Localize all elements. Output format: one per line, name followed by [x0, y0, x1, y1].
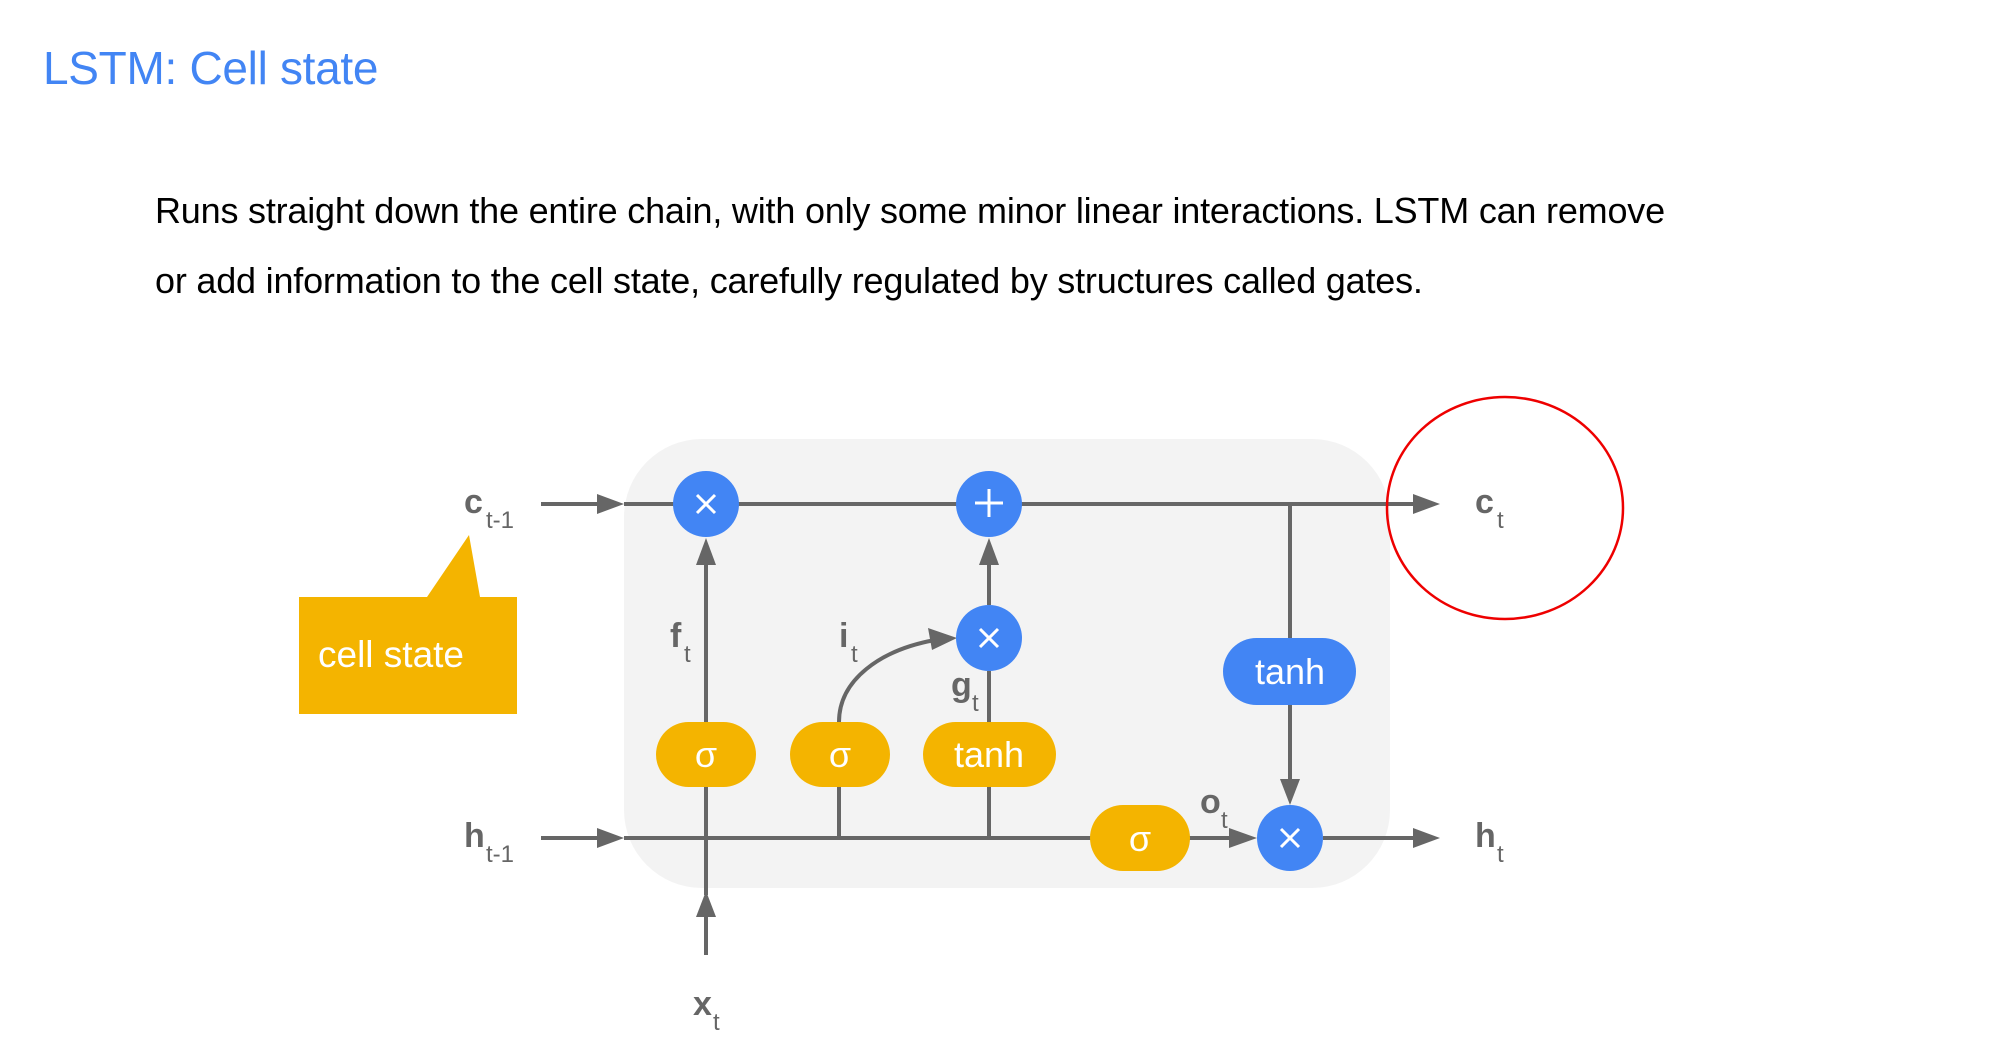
input-multiply-op: [956, 605, 1022, 671]
c-out-main: c: [1475, 483, 1494, 521]
candidate-sub: t: [972, 690, 979, 717]
x-sub: t: [713, 1009, 720, 1036]
forget-multiply-op: [673, 471, 739, 537]
h-out-arrowhead: [1413, 828, 1440, 848]
c-out-arrowhead: [1413, 494, 1440, 514]
forget-gate-main: f: [670, 617, 682, 655]
plus-icon: [975, 489, 1003, 517]
input-gate-curve: [837, 638, 936, 723]
input-gate-arrowhead: [928, 628, 957, 650]
input-sigma-pill: [790, 722, 890, 787]
input-gate-sigma: σ: [790, 722, 890, 787]
x-input-arrowhead: [696, 891, 716, 917]
candidate-tanh-label: tanh: [954, 734, 1024, 775]
forget-gate-arrowhead: [696, 538, 716, 565]
output-multiply-op: [1257, 805, 1323, 871]
output-gate-label: o t: [1200, 783, 1228, 834]
output-gate-main: o: [1200, 783, 1221, 821]
c-prev-main: c: [464, 483, 483, 521]
h-prev-label: h t-1: [464, 817, 514, 868]
output-gate-sigma: σ: [1090, 805, 1190, 871]
multiply-icon: [1279, 827, 1301, 849]
callout-text: cell state: [318, 634, 464, 675]
cell-state-callout: cell state: [299, 535, 517, 714]
c-out-label: c t: [1475, 483, 1504, 534]
candidate-tanh-pill: [923, 722, 1056, 787]
callout-shape: [299, 535, 517, 714]
h-out-label: h t: [1475, 817, 1504, 868]
cell-add-op: [956, 471, 1022, 537]
c-prev-label: c t-1: [464, 483, 514, 534]
multiply-icon: [695, 493, 717, 515]
forget-gate-sub: t: [684, 641, 691, 668]
cell-tanh-pill: [1223, 638, 1356, 705]
description-paragraph: Runs straight down the entire chain, wit…: [155, 176, 1855, 316]
slide-title: LSTM: Cell state: [43, 42, 379, 94]
output-gate-sub: t: [1221, 807, 1228, 834]
c-out-highlight-circle: [1385, 395, 1625, 621]
c-out-sub: t: [1497, 507, 1504, 534]
input-gate-sub: t: [851, 641, 858, 668]
c-prev-arrowhead: [597, 494, 624, 514]
output-sigma-pill: [1090, 805, 1190, 871]
x-main: x: [693, 985, 712, 1023]
x-label: x t: [693, 985, 720, 1036]
candidate-label: g t: [951, 666, 979, 717]
multiply-icon: [978, 627, 1000, 649]
forget-sigma-label: σ: [695, 734, 717, 775]
output-gate-arrowhead: [1229, 828, 1257, 848]
description-line-1: Runs straight down the entire chain, wit…: [155, 190, 1665, 231]
output-sigma-label: σ: [1129, 818, 1151, 859]
forget-gate-label: f t: [670, 617, 691, 668]
forget-gate-sigma: σ: [656, 722, 756, 787]
h-prev-main: h: [464, 817, 485, 855]
candidate-main: g: [951, 666, 972, 704]
h-prev-arrowhead: [597, 828, 624, 848]
input-gate-label: i t: [839, 617, 858, 668]
forget-sigma-pill: [656, 722, 756, 787]
h-out-main: h: [1475, 817, 1496, 855]
description-line-2: or add information to the cell state, ca…: [155, 260, 1423, 301]
candidate-tanh: tanh: [923, 722, 1056, 787]
input-to-add-arrowhead: [979, 538, 999, 565]
input-sigma-label: σ: [829, 734, 851, 775]
cell-tanh-label: tanh: [1255, 651, 1325, 692]
input-gate-main: i: [839, 617, 848, 655]
cell-tanh-arrowhead: [1280, 779, 1300, 805]
cell-tanh: tanh: [1223, 638, 1356, 705]
h-out-sub: t: [1497, 841, 1504, 868]
h-prev-sub: t-1: [486, 841, 514, 868]
c-prev-sub: t-1: [486, 507, 514, 534]
